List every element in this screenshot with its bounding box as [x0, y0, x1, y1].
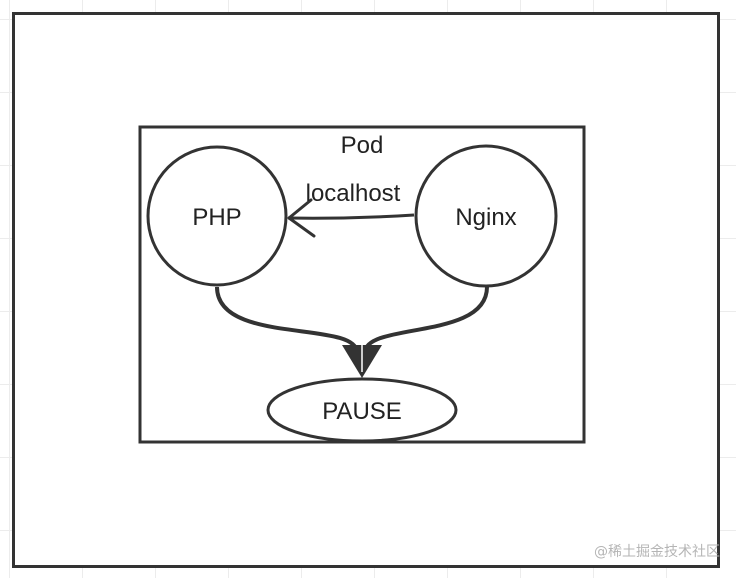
edge-label-localhost: localhost: [306, 180, 401, 207]
edge-nginx-to-php: [287, 213, 415, 220]
pod-label: Pod: [341, 132, 384, 159]
watermark: @稀土掘金技术社区: [594, 544, 720, 560]
edge-nginx-to-pause: [363, 286, 489, 353]
outer-frame: [12, 12, 720, 568]
php-node: [146, 145, 288, 287]
nginx-node-label: Nginx: [455, 204, 516, 231]
nginx-node: [414, 144, 558, 288]
php-node-label: PHP: [192, 204, 241, 231]
edge-php-to-pause: [215, 286, 359, 353]
pause-node-label: PAUSE: [322, 398, 402, 425]
pause-node: [266, 377, 458, 443]
edge-nginx-to-php-arrowhead: [287, 198, 316, 238]
